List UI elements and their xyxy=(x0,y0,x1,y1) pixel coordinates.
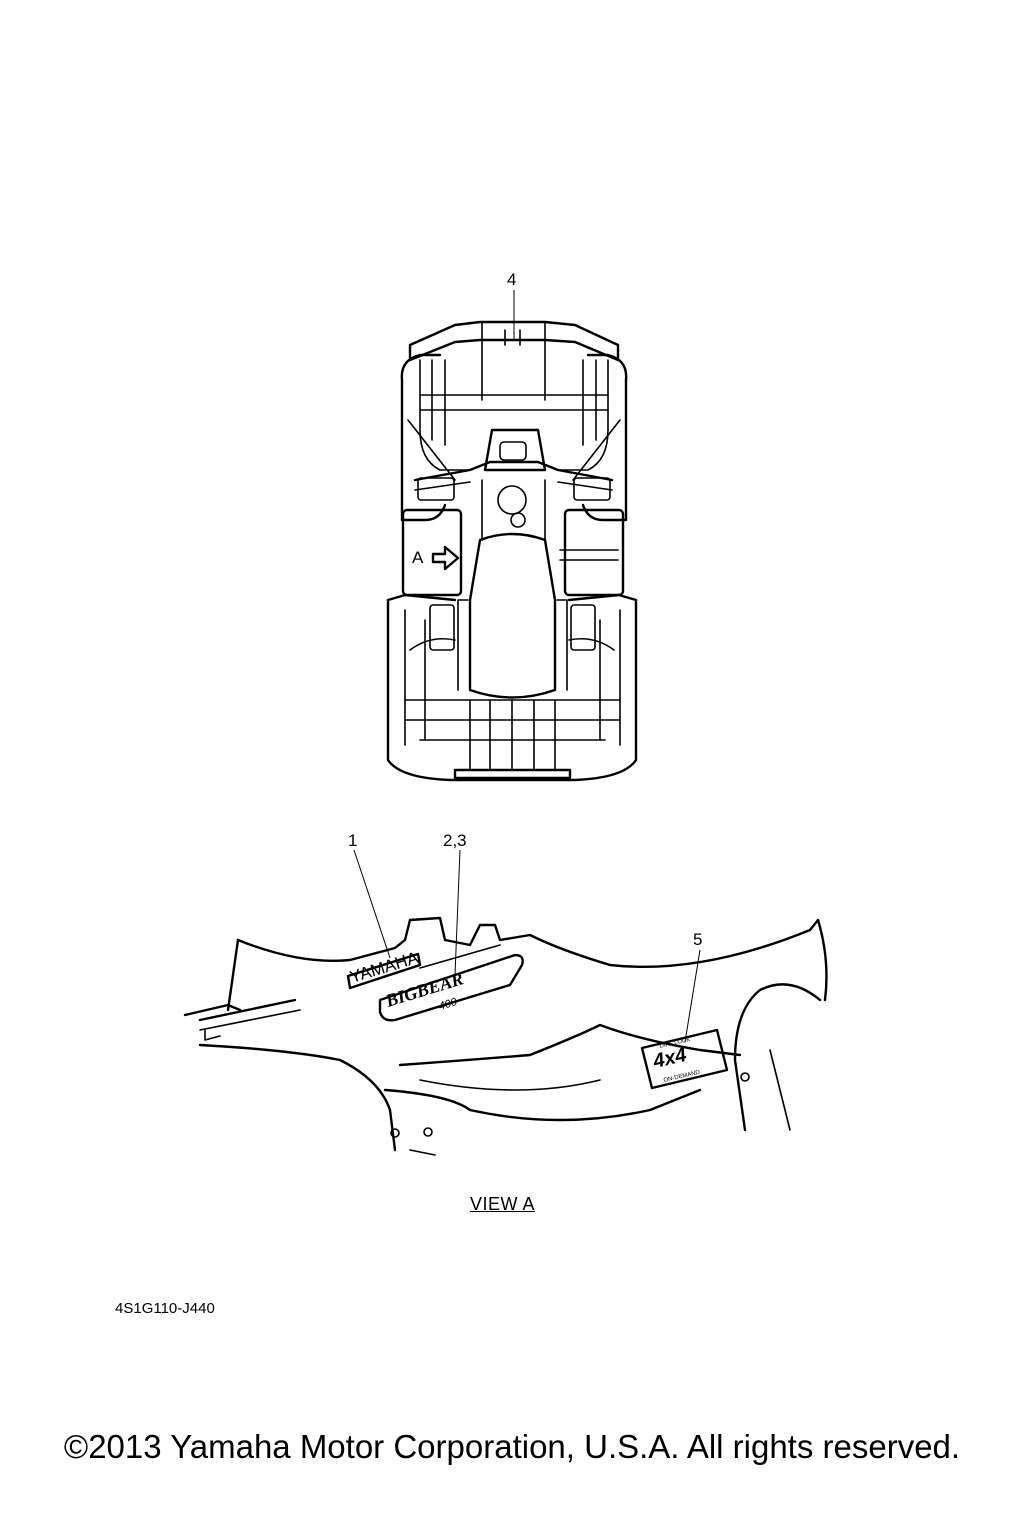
bigbear-decal-sub: 400 xyxy=(437,996,459,1013)
callout-5: 5 xyxy=(693,930,703,949)
callout-1: 1 xyxy=(348,831,358,850)
4x4-decal-main: 4x4 xyxy=(650,1044,688,1073)
drawing-code: 4S1G110-J440 xyxy=(115,1300,215,1317)
rear-rack xyxy=(386,593,638,782)
yamaha-decal-text: YAMAHA xyxy=(348,948,422,987)
callout-5-leader xyxy=(684,949,701,1043)
callout-2-3-leader xyxy=(454,849,461,976)
front-fenders xyxy=(400,353,628,522)
side-panels xyxy=(401,508,625,597)
handlebar-grip xyxy=(183,938,301,1041)
copyright-notice: ©2013 Yamaha Motor Corporation, U.S.A. A… xyxy=(63,1428,961,1465)
fender-body xyxy=(198,916,828,1156)
view-title: VIEW A xyxy=(470,1194,536,1214)
callout-4: 4 xyxy=(507,270,517,289)
view-a-arrow xyxy=(431,545,460,571)
callout-1-leader xyxy=(353,849,391,959)
seat xyxy=(457,532,568,699)
view-a-marker: A xyxy=(412,548,424,567)
yamaha-decal: YAMAHA xyxy=(346,948,422,990)
callout-2-3: 2,3 xyxy=(443,831,467,850)
4x4-decal: DIFF LOCK 4x4 ON-DEMAND xyxy=(640,1028,729,1090)
handlebar xyxy=(413,428,614,541)
